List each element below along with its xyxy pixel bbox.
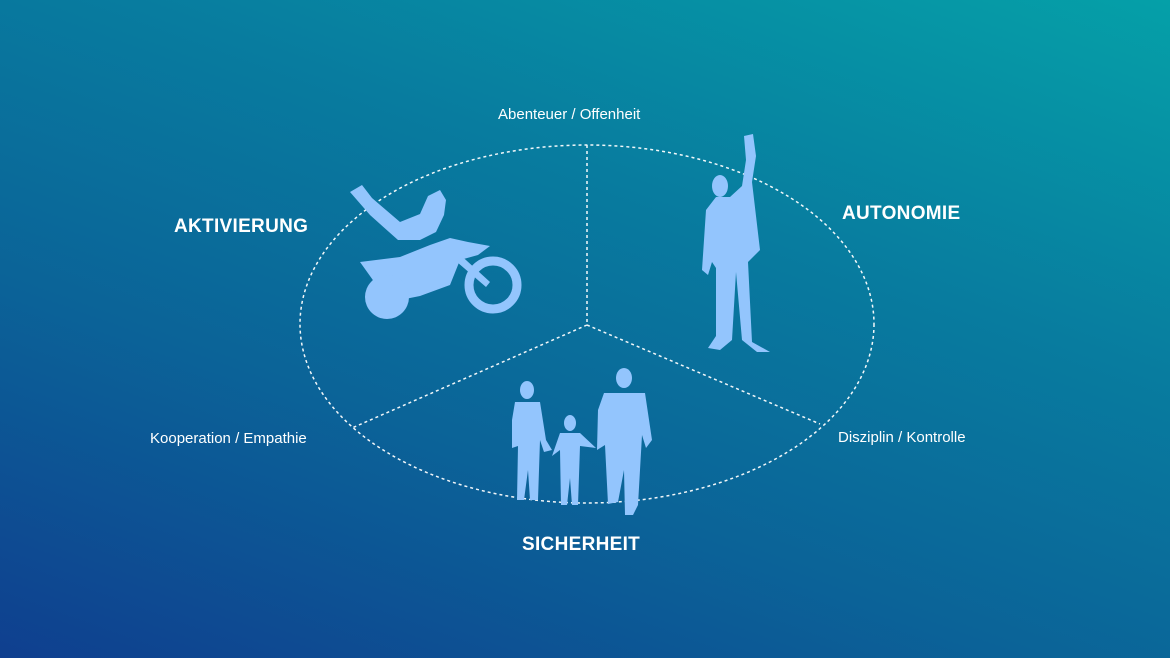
diagram-ellipse xyxy=(299,144,875,504)
divider-left xyxy=(351,324,588,429)
family-icon xyxy=(512,368,652,515)
raised-fist-man-icon xyxy=(702,134,770,352)
quadrant-label-autonomie: AUTONOMIE xyxy=(842,203,961,224)
divider-right xyxy=(586,324,821,425)
axis-label-left: Kooperation / Empathie xyxy=(150,430,307,447)
axis-label-right: Disziplin / Kontrolle xyxy=(838,429,966,446)
quadrant-label-sicherheit: SICHERHEIT xyxy=(522,534,641,555)
motorcycle-rider-icon xyxy=(350,185,522,319)
axis-label-top: Abenteuer / Offenheit xyxy=(498,106,641,123)
quadrant-label-aktivierung: AKTIVIERUNG xyxy=(174,216,309,237)
